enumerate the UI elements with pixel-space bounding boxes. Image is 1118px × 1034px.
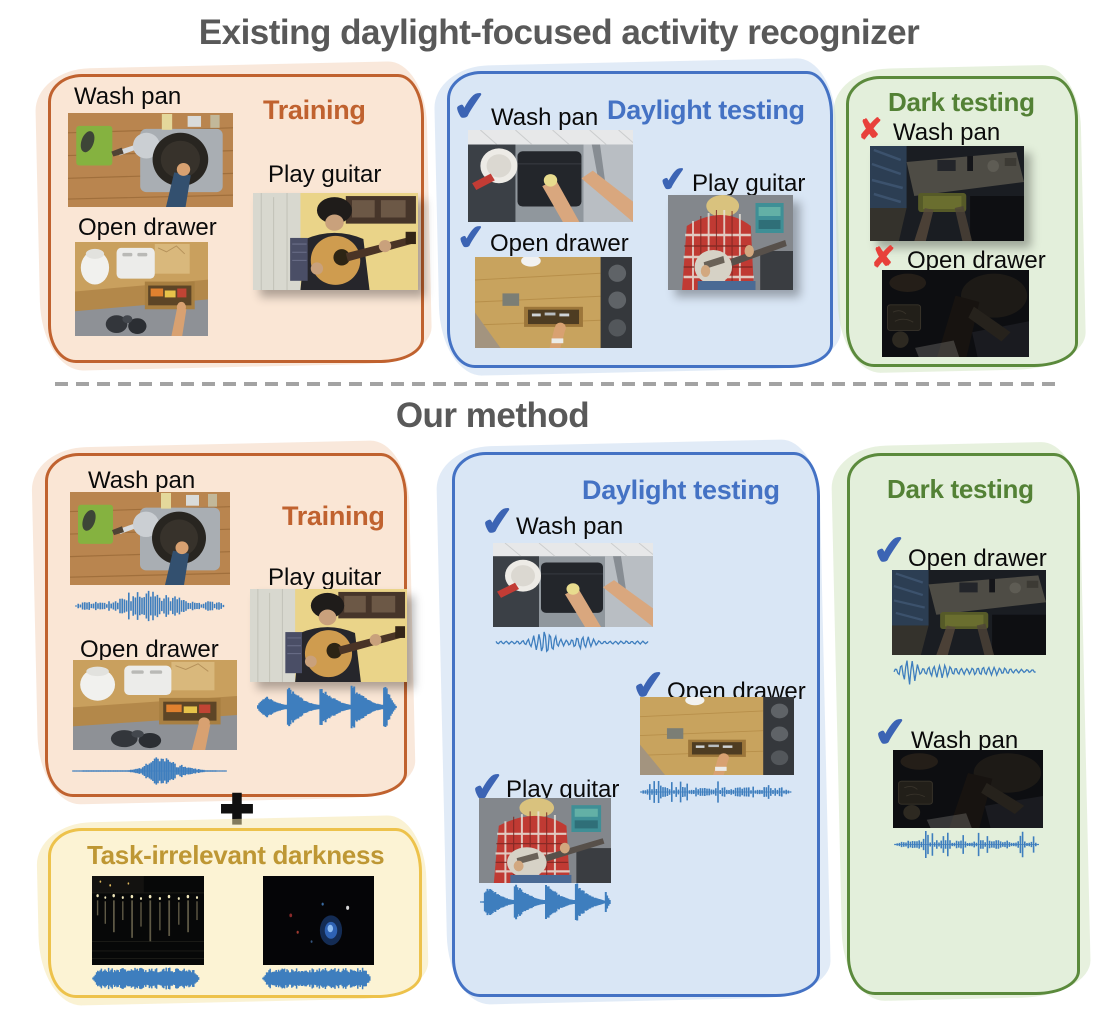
existing-daylight-panel: ✔ Wash pan Daylight testing ✔ Play guita… [433, 57, 842, 377]
wash-pan-photo [468, 130, 633, 222]
wash-pan-label: Wash pan [911, 727, 1019, 754]
existing-section-title: Existing daylight-focused activity recog… [198, 13, 920, 52]
dashed-divider [55, 382, 1062, 386]
audio-waveform [257, 685, 397, 729]
audio-waveform [92, 967, 200, 990]
our-dark-panel: Dark testing ✔ Open drawer ✔ Wash pan [830, 441, 1092, 1002]
task-irrelevant-darkness-panel: Task-irrelevant darkness [35, 814, 430, 1007]
audio-waveform [72, 757, 227, 785]
dark-scene-photo [870, 146, 1024, 241]
open-drawer-photo [640, 697, 794, 775]
daylight-testing-title: Daylight testing [582, 475, 780, 505]
open-drawer-label: Open drawer [908, 545, 1047, 572]
dark-scene-photo [882, 270, 1029, 357]
dark-scene-photo [892, 570, 1046, 655]
open-drawer-photo [73, 660, 237, 750]
check-icon: ✔ [871, 709, 910, 757]
open-drawer-photo [475, 257, 632, 348]
training-title: Training [263, 95, 366, 125]
open-drawer-label: Open drawer [907, 247, 1046, 274]
daylight-testing-title: Daylight testing [607, 95, 805, 125]
wash-pan-label: Wash pan [74, 83, 182, 110]
dark-testing-title: Dark testing [887, 474, 1034, 504]
wash-pan-photo [70, 492, 230, 585]
check-icon: ✔ [450, 83, 489, 131]
our-method-section-title: Our method [395, 396, 590, 435]
play-guitar-photo [479, 798, 611, 883]
panel-background [847, 453, 1080, 995]
check-icon: ✔ [870, 527, 909, 575]
wash-pan-label: Wash pan [491, 104, 599, 131]
play-guitar-label: Play guitar [268, 564, 382, 591]
wash-pan-label: Wash pan [88, 467, 196, 494]
night-lights-photo [92, 876, 204, 965]
open-drawer-label: Open drawer [490, 230, 629, 257]
play-guitar-label: Play guitar [268, 161, 382, 188]
task-irrelevant-darkness-title: Task-irrelevant darkness [87, 840, 385, 870]
cross-icon: ✘ [858, 114, 883, 146]
audio-waveform [495, 631, 649, 653]
open-drawer-photo [75, 242, 208, 336]
check-icon: ✔ [455, 217, 488, 259]
audio-waveform [480, 883, 611, 921]
audio-waveform [893, 660, 1036, 685]
play-guitar-photo [250, 589, 407, 682]
dark-glow-photo [263, 876, 374, 965]
audio-waveform [894, 831, 1039, 858]
wash-pan-photo [493, 543, 653, 627]
audio-waveform [640, 781, 792, 803]
our-daylight-panel: Daylight testing ✔ Wash pan ✔ Open drawe… [435, 438, 832, 1006]
dark-scene-photo [893, 750, 1043, 828]
check-icon: ✔ [657, 159, 690, 201]
existing-training-panel: Wash pan Training Play guitar Open drawe… [34, 60, 433, 372]
dark-testing-title: Dark testing [888, 87, 1035, 117]
training-title: Training [282, 501, 385, 531]
wash-pan-photo [68, 113, 233, 207]
open-drawer-label: Open drawer [80, 636, 219, 663]
audio-waveform [262, 967, 371, 990]
check-icon: ✔ [478, 498, 517, 546]
wash-pan-label: Wash pan [893, 119, 1001, 146]
audio-waveform [75, 590, 225, 622]
play-guitar-label: Play guitar [692, 170, 806, 197]
play-guitar-photo [253, 193, 418, 290]
existing-dark-panel: Dark testing ✘ Wash pan ✘ Open drawer [832, 64, 1087, 374]
our-training-panel: Wash pan Training Play guitar Open drawe… [30, 439, 417, 806]
wash-pan-label: Wash pan [516, 513, 624, 540]
open-drawer-label: Open drawer [78, 214, 217, 241]
cross-icon: ✘ [871, 242, 896, 274]
play-guitar-photo [668, 195, 793, 290]
